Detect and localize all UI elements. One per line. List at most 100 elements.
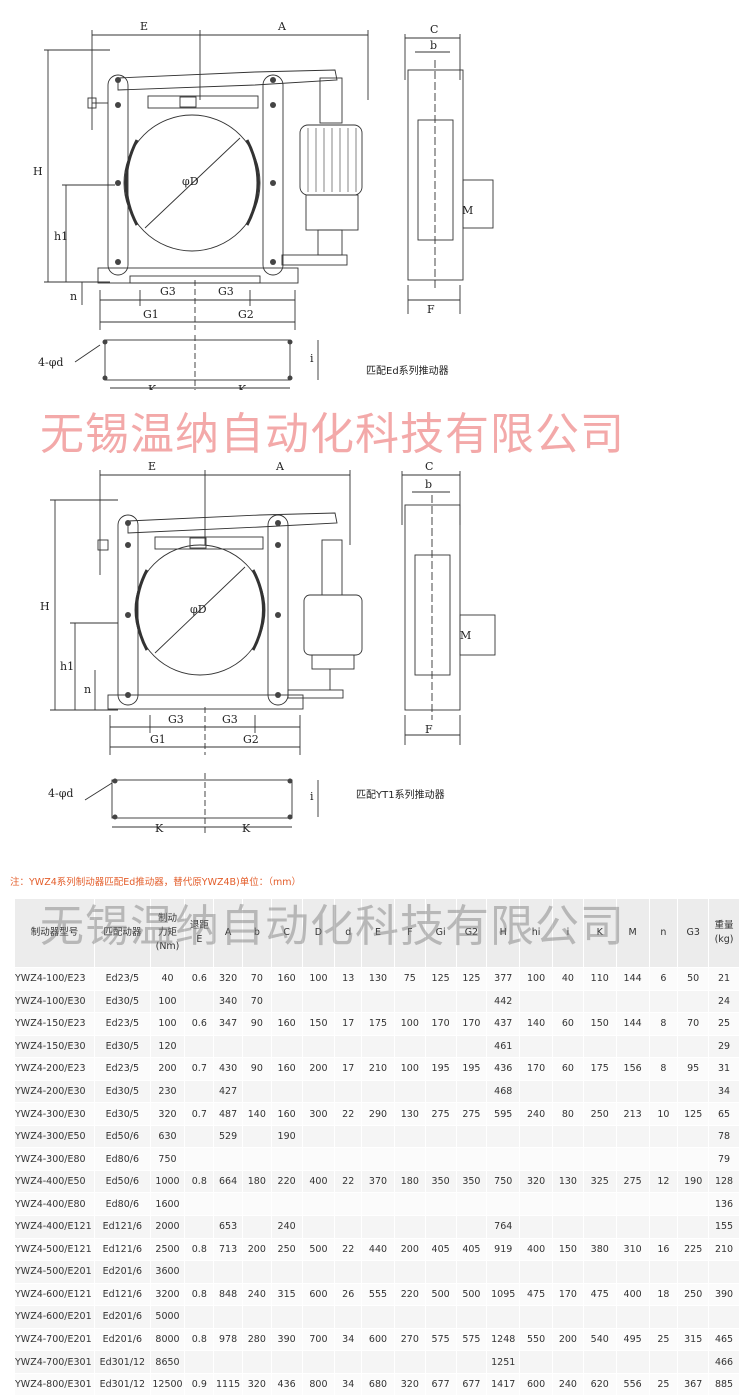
table-cell: 60	[552, 1012, 584, 1036]
table-cell: 437	[486, 1012, 521, 1036]
table-cell: 275	[615, 1169, 650, 1194]
table-cell: 320	[241, 1372, 272, 1396]
table-cell: 440	[361, 1237, 395, 1262]
table-cell	[582, 1305, 617, 1329]
table-cell: 466	[708, 1350, 740, 1374]
table-cell	[486, 1260, 521, 1284]
table-cell	[708, 1260, 740, 1284]
label-i: i	[310, 790, 314, 803]
table-cell: 17	[334, 1057, 363, 1081]
header-cell: H	[486, 898, 521, 968]
table-cell	[270, 1147, 303, 1171]
header-cell: G3	[677, 898, 710, 968]
table-cell: 713	[213, 1237, 243, 1262]
table-cell: 160	[270, 1102, 303, 1126]
brake-drawing-ed: E A C b H h1 n G3 G3 G1 G2 φD M F 4-φd i…	[33, 20, 494, 396]
header-cell: C	[270, 898, 303, 968]
table-cell	[361, 1260, 395, 1284]
table-cell: 315	[270, 1282, 303, 1307]
table-cell: 400	[301, 1169, 336, 1194]
table-cell: 130	[361, 967, 395, 991]
header-cell: d	[334, 898, 363, 968]
table-cell: 390	[708, 1282, 740, 1307]
table-cell: 12500	[149, 1372, 186, 1396]
table-cell: 310	[615, 1237, 650, 1262]
table-cell	[648, 1215, 679, 1239]
table-cell: 150	[301, 1012, 336, 1036]
table-cell: 12	[648, 1169, 679, 1194]
label-F: F	[425, 723, 433, 736]
table-cell	[615, 1215, 650, 1239]
table-cell	[241, 1124, 272, 1149]
table-cell: 8	[648, 1012, 679, 1036]
table-cell	[552, 1124, 584, 1149]
table-cell: 320	[149, 1102, 186, 1126]
table-cell: 500	[301, 1237, 336, 1262]
table-cell: 595	[486, 1102, 521, 1126]
table-cell: 40	[149, 967, 186, 991]
table-cell	[393, 1147, 426, 1171]
table-cell	[213, 1192, 243, 1217]
table-cell	[552, 1350, 584, 1374]
table-cell: 22	[334, 1237, 363, 1262]
table-cell: 347	[213, 1012, 243, 1036]
table-cell	[213, 1147, 243, 1171]
label-G3-left: G3	[160, 285, 176, 298]
table-cell: 0.8	[184, 1169, 215, 1194]
table-cell: 110	[582, 967, 617, 991]
table-cell: 140	[519, 1012, 554, 1036]
label-b: b	[425, 478, 432, 491]
table-cell	[393, 1192, 426, 1217]
table-cell: 125	[677, 1102, 710, 1126]
table-cell	[393, 1215, 426, 1239]
table-cell	[582, 1350, 617, 1374]
table-cell: 22	[334, 1102, 363, 1126]
label-A: A	[275, 460, 285, 473]
label-d: 4-φd	[48, 787, 73, 800]
table-cell: 1600	[149, 1192, 186, 1217]
table-cell: 405	[455, 1237, 488, 1262]
table-cell	[213, 1260, 243, 1284]
table-cell	[582, 1079, 617, 1104]
table-cell: 556	[615, 1372, 650, 1396]
table-cell: 664	[213, 1169, 243, 1194]
table-cell: 16	[648, 1237, 679, 1262]
table-cell	[270, 1350, 303, 1374]
table-cell: Ed30/5	[94, 1102, 151, 1126]
table-cell: 620	[582, 1372, 617, 1396]
table-cell: Ed23/5	[94, 1057, 151, 1081]
table-cell: 0.8	[184, 1327, 215, 1352]
table-cell	[241, 1305, 272, 1329]
table-cell: 175	[582, 1057, 617, 1081]
table-cell	[519, 1124, 554, 1149]
label-E: E	[140, 20, 148, 33]
table-cell	[393, 1079, 426, 1104]
table-cell	[301, 1350, 336, 1374]
table-cell: 100	[301, 967, 336, 991]
header-cell: Gi	[424, 898, 457, 968]
table-cell: 70	[241, 989, 272, 1014]
table-cell	[213, 1034, 243, 1059]
table-cell: Ed23/5	[94, 967, 151, 991]
table-cell: 250	[270, 1237, 303, 1262]
table-cell	[424, 1215, 457, 1239]
table-note: 注：YWZ4系列制动器匹配Ed推动器，替代原YWZ4B)单位：（mm）	[10, 877, 302, 888]
caption-yt1: 匹配YT1系列推动器	[356, 790, 445, 801]
table-cell: 848	[213, 1282, 243, 1307]
table-cell: 436	[270, 1372, 303, 1396]
table-cell: 170	[519, 1057, 554, 1081]
table-cell: Ed301/12	[94, 1350, 151, 1374]
table-cell	[455, 1124, 488, 1149]
table-cell	[301, 1034, 336, 1059]
table-cell	[582, 1215, 617, 1239]
table-cell	[184, 1260, 215, 1284]
table-cell: 500	[455, 1282, 488, 1307]
table-cell: YWZ4-100/E30	[13, 989, 96, 1014]
label-A: A	[277, 20, 287, 33]
header-cell: M	[615, 898, 650, 968]
